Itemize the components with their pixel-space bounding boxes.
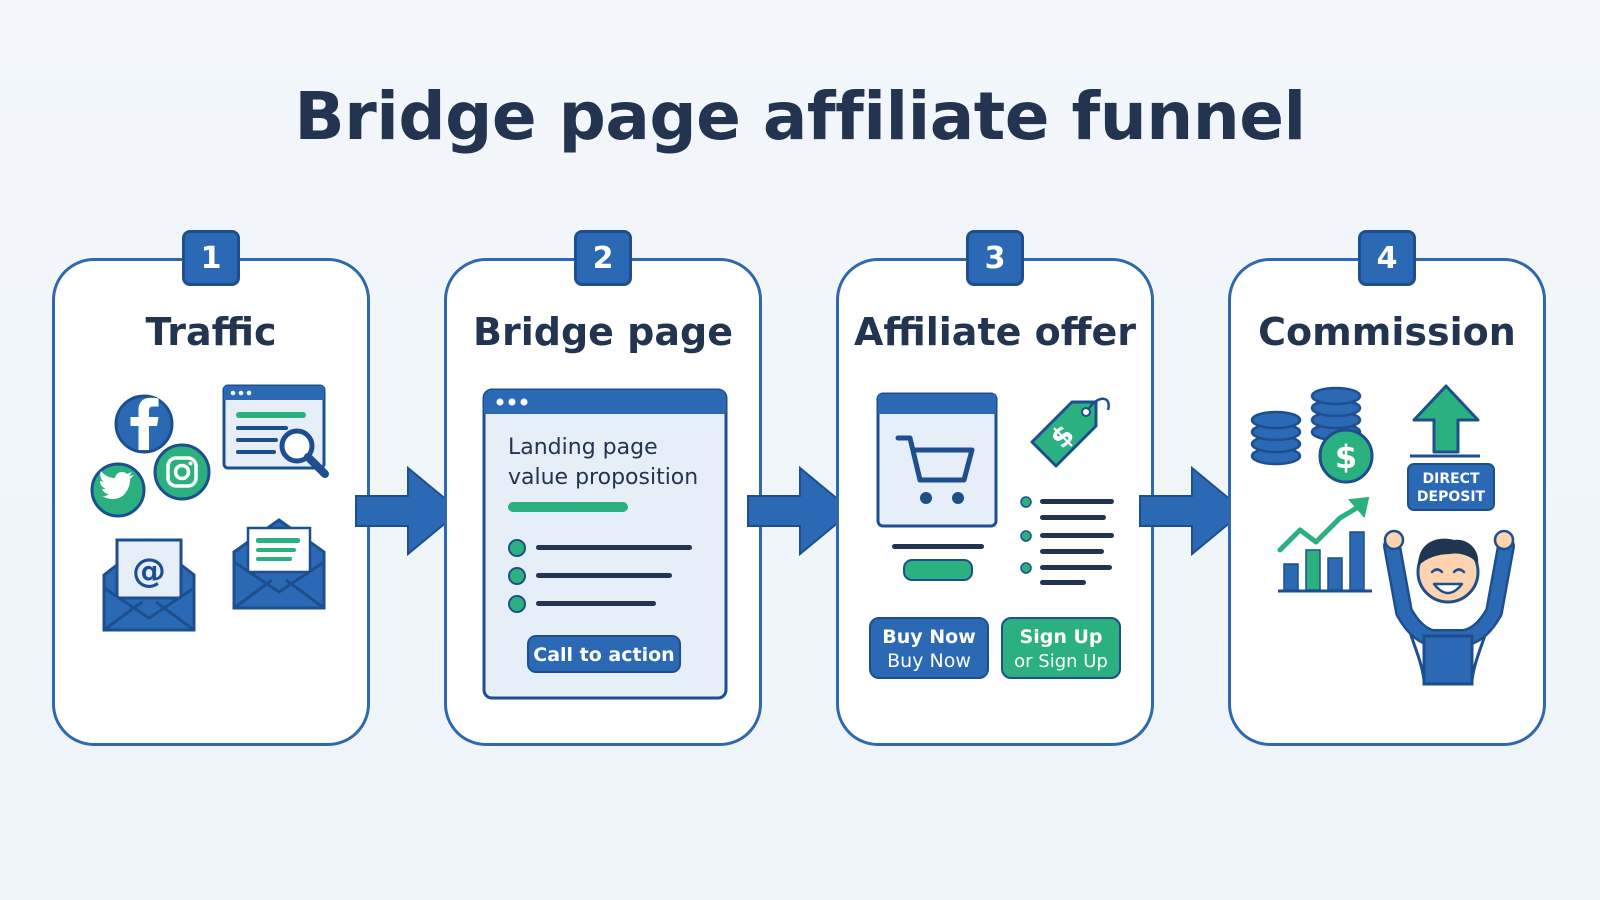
shopping-cart-icon [895,435,975,504]
bridge-page-illustration: Landing page value proposition Call to a… [482,388,728,700]
buy-now-button[interactable]: Buy Now Buy Now [869,617,989,679]
email-at-symbol: @ [132,551,166,591]
sign-up-line1: Sign Up [1020,626,1103,648]
product-text-line [892,544,984,549]
offer-feature-list [1020,496,1114,585]
flow-arrow-2 [747,465,854,557]
instagram-icon [153,443,211,501]
flow-arrow-1 [355,465,462,557]
buy-now-line2: Buy Now [887,650,971,672]
landing-heading-line1: Landing page [508,435,658,460]
step-badge-3: 3 [966,230,1024,286]
landing-heading-line2: value proposition [508,465,698,490]
step-title-bridge-page: Bridge page [473,310,733,354]
step-badge-1: 1 [182,230,240,286]
up-arrow-icon [1410,384,1480,458]
search-browser-icon [222,384,329,478]
price-tag-icon: $ [1030,397,1110,468]
step-badge-2: 2 [574,230,632,286]
traffic-illustration: @ [90,384,329,632]
direct-deposit-box: DIRECT DEPOSIT [1407,463,1495,511]
step-badge-4: 4 [1358,230,1416,286]
svg-text:$: $ [1335,438,1357,476]
email-at-icon: @ [102,538,196,632]
commission-illustration: $ DIRECT DEPOSIT [1250,384,1515,686]
step-title-affiliate-offer: Affiliate offer [853,310,1137,354]
step-title-traffic: Traffic [145,310,277,354]
product-window [876,392,998,528]
flow-arrow-3 [1139,465,1246,557]
affiliate-offer-illustration: $ Buy Now Buy Now Sign Up or Sign Up [869,392,1121,679]
step-title-commission: Commission [1258,310,1516,354]
sign-up-button[interactable]: Sign Up or Sign Up [1001,617,1121,679]
call-to-action-label: Call to action [533,644,674,666]
coins-dollar-icon: $ [1250,386,1374,484]
growth-chart-icon [1277,496,1372,593]
buy-now-line1: Buy Now [882,626,976,648]
twitter-icon [90,462,146,518]
page-title: Bridge page affiliate funnel [294,78,1306,155]
highlight-bar [508,502,628,512]
newsletter-envelope-icon [232,518,326,610]
direct-deposit-line2: DEPOSIT [1417,489,1486,505]
landing-page-window [482,388,728,700]
facebook-icon [114,394,174,454]
product-price-bar [903,559,973,581]
bullet-list [508,539,692,613]
happy-person-icon [1383,529,1515,686]
direct-deposit-line1: DIRECT [1423,471,1480,487]
call-to-action-button[interactable]: Call to action [527,635,681,673]
sign-up-line2: or Sign Up [1014,651,1108,672]
